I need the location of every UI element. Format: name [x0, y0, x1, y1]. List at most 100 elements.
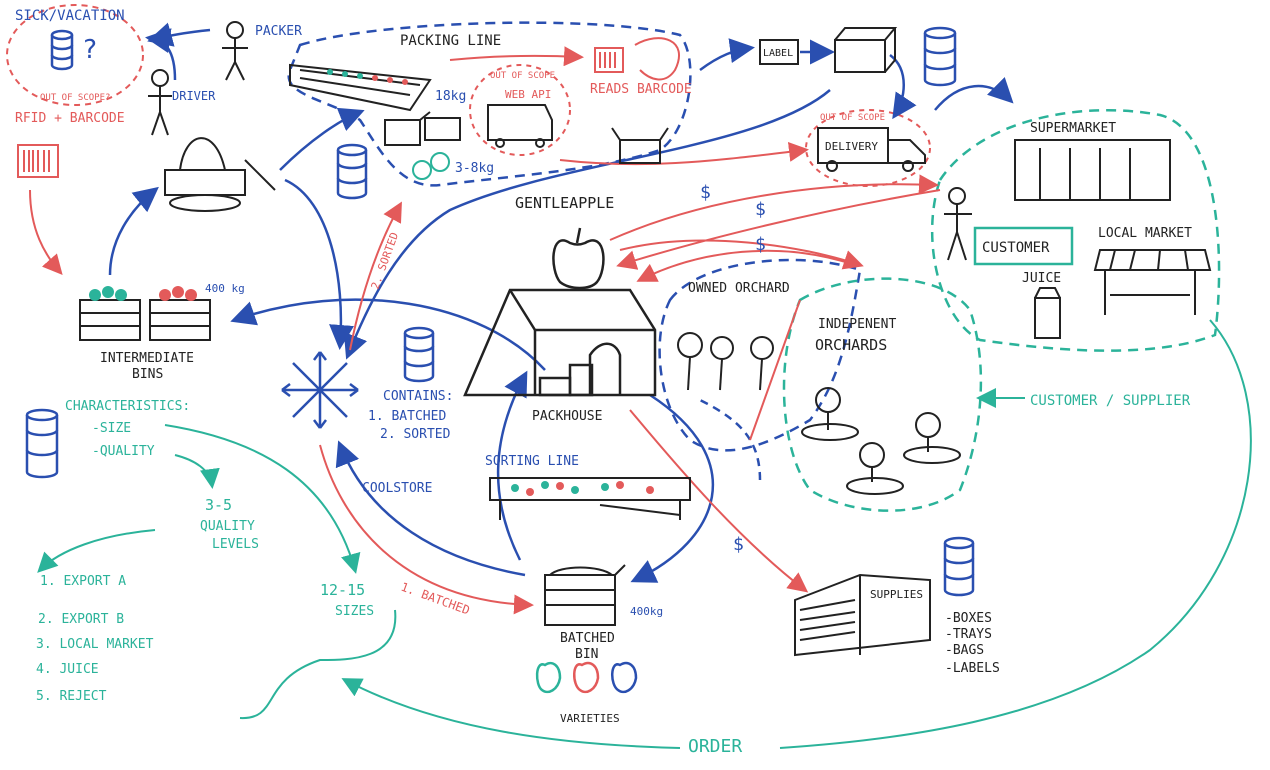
arrow-forklift-to-packing — [279, 107, 365, 171]
arrow-packing-to-label — [699, 38, 755, 72]
database-icon — [25, 408, 59, 479]
sizes-range-label: 12-15 — [320, 581, 365, 599]
packing-line-conveyor-icon — [289, 63, 432, 112]
delivery-truck-icon — [817, 127, 926, 172]
arrow-orchard-to-gentle — [636, 249, 856, 282]
juice-carton-icon — [1034, 287, 1061, 339]
intermediate-label: INTERMEDIATE — [100, 351, 194, 366]
open-box-icon — [611, 127, 669, 164]
quality-range-label: 3-5 — [205, 496, 232, 514]
database-icon — [943, 536, 975, 597]
arrow-size-to-sizes — [164, 424, 361, 574]
owned-orchard-label: OWNED ORCHARD — [688, 281, 790, 296]
supplies-bags: -BAGS — [945, 643, 984, 658]
customer-region — [930, 109, 1221, 352]
packer-figure-icon — [222, 21, 248, 81]
arrow-quality-to-levels — [174, 454, 220, 489]
weight-400kg-bin-label: 400kg — [630, 605, 663, 618]
rfid-barcode-label: RFID + BARCODE — [15, 111, 125, 126]
arrow-gentle-to-customer — [609, 174, 939, 241]
driver-label: DRIVER — [172, 89, 216, 103]
packed-boxes-icon — [384, 111, 461, 146]
independent-orchards-region — [782, 277, 983, 512]
size-label: -SIZE — [92, 421, 131, 436]
customer-label: CUSTOMER — [982, 240, 1050, 256]
supplies-label: SUPPLIES — [870, 588, 923, 601]
dollar-4: $ — [733, 534, 744, 555]
independent-label: INDEPENENT — [818, 317, 896, 332]
owned-orchard-region — [658, 258, 862, 452]
barcode-icon — [17, 144, 59, 178]
arrow-packing-red-top — [449, 46, 584, 67]
shipping-box-icon — [834, 27, 898, 73]
batched-bin-label-1: BATCHED — [560, 631, 615, 646]
weight-18kg-label: 18kg — [435, 89, 466, 104]
packhouse-building-icon — [463, 288, 657, 397]
quality-label: -QUALITY — [92, 444, 155, 459]
web-api-scope — [469, 64, 571, 156]
supplies-labels: -LABELS — [945, 661, 1000, 676]
driver-figure-icon — [148, 69, 172, 136]
sick-vacation-label: SICK/VACATION — [15, 8, 125, 24]
apple-blue-icon — [611, 661, 638, 694]
packing-line-label: PACKING LINE — [400, 33, 501, 49]
packhouse-label: PACKHOUSE — [532, 409, 602, 424]
bags-icon — [412, 152, 450, 180]
varieties-label: VARIETIES — [560, 712, 620, 725]
arrow-levels-to-list — [37, 529, 156, 573]
quality-level-1: 1. EXPORT A — [40, 574, 126, 589]
sizes-label: SIZES — [335, 604, 374, 619]
arrow-forklift-to-coolstore — [284, 178, 354, 350]
quality-level-2: 2. EXPORT B — [38, 612, 124, 627]
arrow-gentle-to-orchard — [619, 239, 864, 270]
contains-label: CONTAINS: — [383, 389, 453, 404]
dollar-3: $ — [755, 234, 766, 255]
owned-orchard-trees-icon — [677, 332, 774, 391]
arrow-db-to-customer — [934, 77, 1014, 111]
coolstore-snowflake-icon — [281, 351, 359, 429]
quality-level-4: 4. JUICE — [36, 662, 99, 677]
orchards-label: ORCHARDS — [815, 336, 887, 354]
customer-box — [973, 226, 1074, 266]
customer-supplier-label: CUSTOMER / SUPPLIER — [1030, 393, 1191, 409]
reads-barcode-label: READS BARCODE — [590, 82, 692, 97]
characteristics-label: CHARACTERISTICS: — [65, 399, 190, 414]
packer-label: PACKER — [255, 24, 302, 39]
arrow-orchard-red-slash — [749, 299, 801, 441]
out-of-scope-label: OUT OF SCOPE? — [40, 93, 110, 103]
arrow-order-to-sizes — [341, 678, 681, 749]
web-api-label: WEB API — [505, 88, 551, 101]
weight-3-8kg-label: 3-8kg — [455, 161, 494, 176]
arrow-batched-to-sorting — [496, 370, 528, 561]
database-icon — [923, 26, 957, 87]
arrow-packhouse-to-batched — [630, 393, 715, 583]
arrow-rfid-to-bins — [29, 189, 63, 275]
customer-figure-icon — [944, 187, 972, 261]
arrow-box-to-coolstore — [343, 89, 831, 360]
quality-level-3: 3. LOCAL MARKET — [36, 637, 154, 652]
arrow-customer-to-gentle — [616, 189, 941, 270]
arrow-packhouse-to-bins — [230, 298, 546, 371]
supplies-warehouse-icon — [794, 573, 931, 657]
arrow-sizes-loop — [239, 609, 397, 720]
supplies-boxes: -BOXES — [945, 611, 992, 626]
arrow-delivery-red — [559, 141, 809, 166]
bins-label: BINS — [132, 367, 163, 382]
label-icon — [759, 39, 799, 65]
arrow-bins-to-forklift — [108, 186, 159, 276]
arrow-batched-down — [319, 444, 534, 615]
database-icon — [403, 326, 435, 383]
batched-bin-icon — [544, 564, 626, 626]
arrow-packer-to-sick — [147, 22, 211, 47]
quality-levels-1: QUALITY — [200, 519, 255, 534]
barcode-reader-icon — [594, 37, 680, 81]
delivery-scope — [805, 109, 931, 187]
quality-levels-2: LEVELS — [212, 537, 259, 552]
order-label: ORDER — [688, 736, 742, 757]
quality-level-5: 5. REJECT — [36, 689, 107, 704]
arrow-order-loop — [779, 319, 1252, 749]
database-icon — [336, 143, 368, 200]
dollar-2: $ — [755, 199, 766, 220]
arrow-coolstore-up — [335, 440, 526, 577]
